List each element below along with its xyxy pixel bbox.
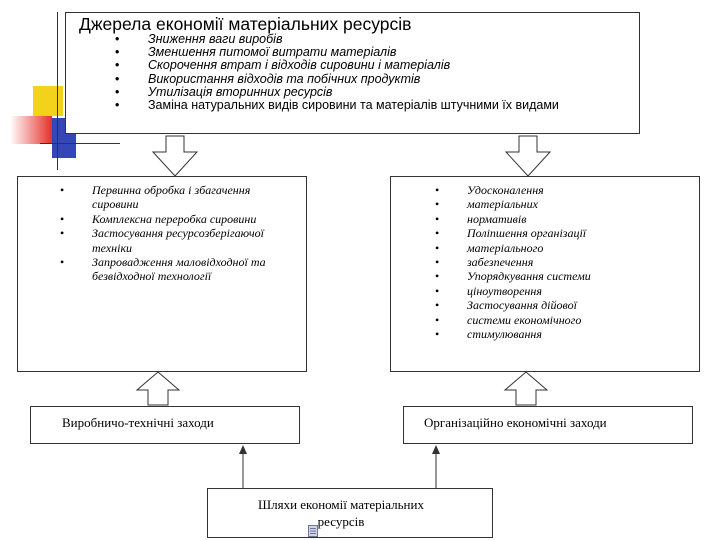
arrow-right-up [503, 371, 549, 406]
saving-paths-box: Шляхи економії матеріальних ресурсів [207, 488, 493, 538]
list-item: Удосконалення [391, 183, 671, 198]
red-square [10, 116, 52, 144]
sources-list: Зниження ваги виробів Зменшення питомої … [66, 32, 614, 112]
arrow-top-left [151, 135, 199, 177]
production-technical-label: Виробничо-технічні заходи [62, 415, 214, 430]
list-item: Застосування ресурсозберігаючої техніки [18, 226, 283, 255]
decor-vline [57, 12, 58, 170]
list-item: Зменшення питомої витрати матеріалів [66, 46, 614, 60]
production-measures-box: Первинна обробка і збагачення сировини К… [17, 176, 307, 372]
production-measures-list: Первинна обробка і збагачення сировини К… [18, 183, 283, 284]
list-item: Комплексна переробка сировини [18, 212, 283, 227]
list-item: матеріального [391, 241, 671, 256]
list-item: матеріальних [391, 197, 671, 212]
arrowhead-left [239, 445, 247, 454]
arrow-left-up [135, 371, 181, 406]
list-item: Застосування дійової [391, 298, 671, 313]
list-item: ціноутворення [391, 284, 671, 299]
organizational-economic-label-box: Організаційно економічні заходи [403, 406, 693, 444]
sources-box: Джерела економії матеріальних ресурсів З… [65, 12, 640, 134]
list-item: Використання відходів та побічних продук… [66, 72, 614, 86]
organizational-economic-label: Організаційно економічні заходи [424, 415, 607, 430]
saving-paths-label: Шляхи економії матеріальних ресурсів [258, 497, 424, 529]
list-item: Запровадження маловідходної та безвідход… [18, 255, 283, 284]
organizational-measures-list: Удосконалення матеріальних нормативів По… [391, 183, 671, 342]
list-item: стимулювання [391, 327, 671, 342]
list-item: Поліпшення організації [391, 226, 671, 241]
list-item: Зниження ваги виробів [66, 32, 614, 46]
list-item: Первинна обробка і збагачення сировини [18, 183, 283, 212]
yellow-square [33, 86, 63, 116]
arrowhead-right [432, 445, 440, 454]
production-technical-label-box: Виробничо-технічні заходи [30, 406, 300, 444]
arrow-top-right [504, 135, 552, 177]
decor-hline [40, 143, 120, 144]
list-item: Заміна натуральних видів сировини та мат… [66, 98, 614, 112]
list-item: нормативів [391, 212, 671, 227]
list-item: забезпечення [391, 255, 671, 270]
list-item: Упорядкування системи [391, 269, 671, 284]
list-item: Скорочення втрат і відходів сировини і м… [66, 59, 614, 73]
document-icon [308, 525, 318, 537]
organizational-measures-box: Удосконалення матеріальних нормативів По… [390, 176, 700, 372]
sources-title: Джерела економії матеріальних ресурсів [79, 14, 412, 34]
list-item: системи економічного [391, 313, 671, 328]
list-item: Утилізація вторинних ресурсів [66, 85, 614, 99]
